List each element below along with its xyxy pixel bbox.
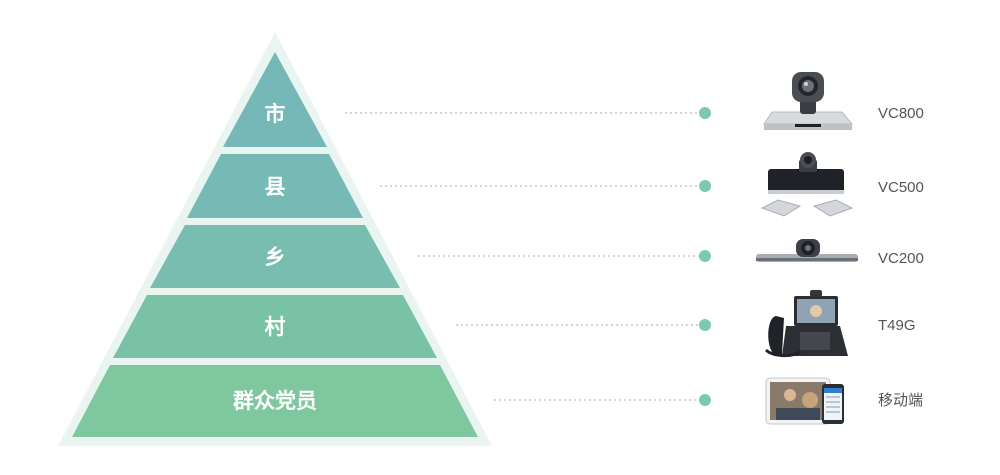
device-label-vc800: VC800: [878, 105, 924, 122]
tier-shape-county: [187, 154, 363, 218]
vc800-camera-icon: [763, 72, 854, 130]
connector-dot: [699, 319, 711, 331]
tier-label-township: 乡: [265, 245, 286, 269]
tier-label-village: 村: [265, 315, 286, 339]
vc500-camera-icon: [760, 152, 854, 217]
device-label-mobile: 移动端: [878, 392, 923, 409]
mobile-devices-icon: [765, 377, 844, 425]
tier-shape-city: [223, 52, 327, 147]
tier-shape-township: [150, 225, 400, 288]
tier-label-county: 县: [265, 175, 286, 199]
t49g-phone-icon: [764, 290, 848, 358]
device-label-vc200: VC200: [878, 250, 924, 267]
device-label-t49g: T49G: [878, 317, 916, 334]
connector-dot: [699, 250, 711, 262]
connector-dot: [699, 180, 711, 192]
connectors: [345, 107, 711, 406]
vc200-camera-icon: [756, 239, 858, 262]
pyramid-tiers: [72, 52, 478, 437]
tier-label-citizens: 群众党员: [233, 389, 317, 413]
tier-shape-citizens: [72, 365, 478, 437]
tier-label-city: 市: [265, 102, 286, 126]
device-label-vc500: VC500: [878, 179, 924, 196]
tier-shape-village: [113, 295, 437, 358]
connector-dot: [699, 107, 711, 119]
connector-dot: [699, 394, 711, 406]
